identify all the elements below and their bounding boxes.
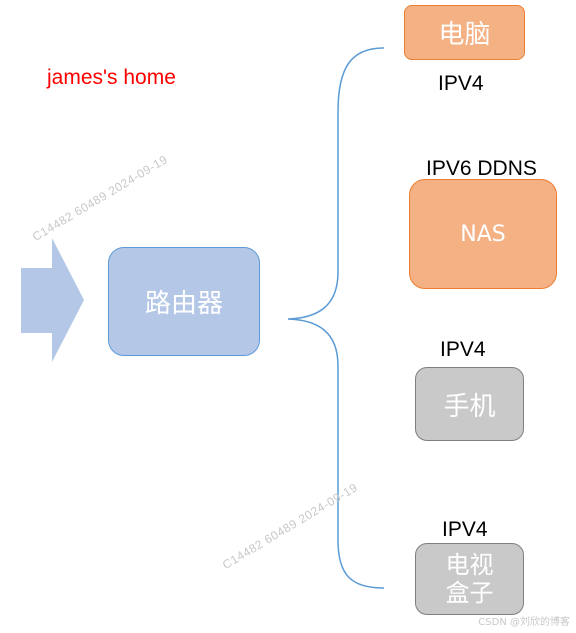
tvbox-label-line2: 盒子 <box>445 579 494 607</box>
router-label: 路由器 <box>144 289 223 319</box>
incoming-arrow <box>21 238 84 362</box>
curly-brace <box>287 47 385 589</box>
nas-protocol-label: IPV6 DDNS <box>426 157 537 180</box>
pc-node: 电脑 <box>404 5 525 60</box>
tvbox-label-line1: 电视 <box>445 551 494 579</box>
page-title: james's home <box>47 66 176 89</box>
credit-watermark: CSDN @刘欣的博客 <box>478 617 570 628</box>
phone-protocol-label: IPV4 <box>440 338 486 361</box>
tvbox-protocol-label: IPV4 <box>442 518 488 541</box>
nas-node: NAS <box>409 179 557 289</box>
pc-label: 电脑 <box>438 20 491 50</box>
nas-label: NAS <box>460 221 506 247</box>
pc-protocol-label: IPV4 <box>438 72 484 95</box>
tvbox-node: 电视 盒子 <box>415 543 524 615</box>
phone-node: 手机 <box>415 367 524 441</box>
router-node: 路由器 <box>108 247 260 356</box>
phone-label: 手机 <box>443 391 496 422</box>
